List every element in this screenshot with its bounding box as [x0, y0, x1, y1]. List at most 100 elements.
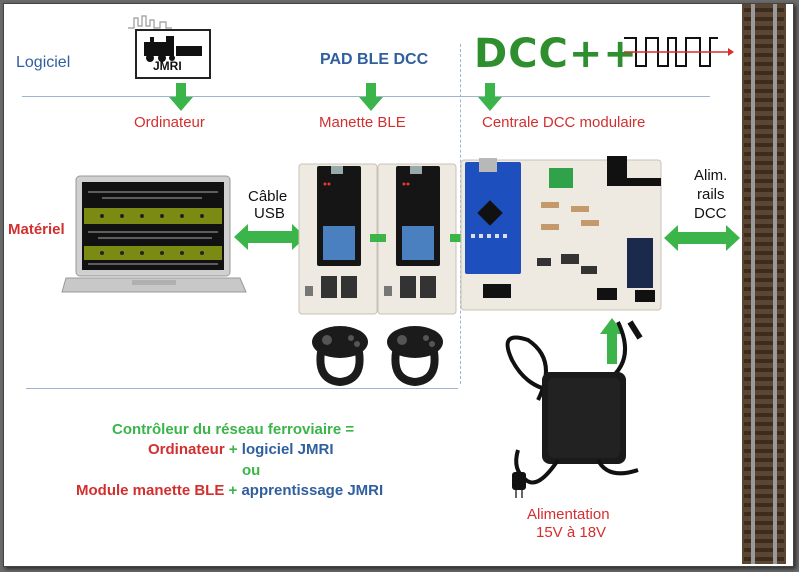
label-alimentation: Alimentation — [527, 506, 610, 523]
rail-tie — [744, 368, 784, 372]
rail-tie — [744, 224, 784, 228]
rail-tie — [744, 107, 784, 111]
rail-tie — [744, 539, 784, 543]
rail-tie — [744, 26, 784, 30]
summary-plus-1: + — [224, 441, 242, 458]
summary-module-manette: Module manette BLE — [76, 482, 225, 499]
summary-line-1: Contrôleur du réseau ferroviaire = — [112, 421, 355, 438]
label-centrale-dcc: Centrale DCC modulaire — [482, 114, 646, 131]
arrow-down-ordinateur — [169, 83, 193, 111]
jmri-logo-text: JMRI — [153, 59, 182, 73]
rail-tie — [744, 449, 784, 453]
summary-logiciel-jmri: logiciel JMRI — [241, 441, 334, 458]
label-logiciel: Logiciel — [16, 54, 71, 71]
rail-tie — [744, 134, 784, 138]
rail-tie — [744, 521, 784, 525]
dccpp-logo: DCC++ — [474, 31, 638, 77]
label-voltage: 15V à 18V — [536, 524, 607, 541]
summary-ordinateur: Ordinateur — [148, 441, 225, 458]
summary-line-2: Ordinateur + logiciel JMRI — [148, 441, 333, 458]
rail-tie — [744, 296, 784, 300]
rail-tie — [744, 143, 784, 147]
rail-track — [742, 4, 786, 564]
label-cable: Câble — [248, 188, 288, 205]
rail-tie — [744, 80, 784, 84]
rail-tie — [744, 35, 784, 39]
label-materiel: Matériel — [8, 221, 65, 238]
arrow-down-manette — [359, 83, 383, 111]
ble-module-board-1 — [298, 163, 378, 315]
rail-tie — [744, 332, 784, 336]
rail-tie — [744, 188, 784, 192]
diagram-canvas: Logiciel Matériel JMRI PAD BLE DCC DCC++… — [3, 3, 794, 567]
rail-tie — [744, 458, 784, 462]
rail-tie — [744, 395, 784, 399]
bottom-divider-line — [26, 388, 458, 389]
rail-tie — [744, 98, 784, 102]
rail-tie — [744, 494, 784, 498]
rail-tie — [744, 350, 784, 354]
rail-tie — [744, 413, 784, 417]
rail-tie — [744, 251, 784, 255]
label-manette-ble: Manette BLE — [319, 114, 406, 131]
power-supply-icon — [505, 320, 643, 498]
rail-tie — [744, 116, 784, 120]
dcc-central-board — [460, 156, 662, 311]
rail-tie — [744, 431, 784, 435]
rail-tie — [744, 152, 784, 156]
arrow-usb-bidirectional — [234, 224, 306, 250]
rail-tie — [744, 422, 784, 426]
label-usb: USB — [254, 205, 285, 222]
rail-tie — [744, 548, 784, 552]
rail-tie — [744, 278, 784, 282]
rail-tie — [744, 404, 784, 408]
arrow-rails-bidirectional — [664, 225, 740, 251]
rail-tie — [744, 557, 784, 561]
rail-tie — [744, 197, 784, 201]
rail-tie — [744, 8, 784, 12]
rail-tie — [744, 233, 784, 237]
rail-tie — [744, 89, 784, 93]
connector-arrow-1 — [370, 234, 386, 242]
rail-tie — [744, 125, 784, 129]
rail-tie — [744, 314, 784, 318]
rail-tie — [744, 269, 784, 273]
ble-ring-controller-1 — [312, 326, 368, 387]
rail-tie — [744, 323, 784, 327]
rail-tie — [744, 53, 784, 57]
label-alim: Alim. — [694, 167, 728, 184]
rail-tie — [744, 530, 784, 534]
summary-apprentissage-jmri: apprentissage JMRI — [241, 482, 384, 499]
rail-tie — [744, 260, 784, 264]
rail-tie — [744, 44, 784, 48]
summary-plus-2: + — [224, 482, 242, 499]
rail-tie — [744, 287, 784, 291]
rail-tie — [744, 377, 784, 381]
summary-ou: ou — [242, 462, 261, 479]
ble-ring-controller-2 — [387, 326, 443, 387]
arrow-up-power — [600, 318, 624, 364]
rail-tie — [744, 512, 784, 516]
rail-tie — [744, 503, 784, 507]
rail-tie — [744, 386, 784, 390]
summary-line-4: Module manette BLE + apprentissage JMRI — [76, 482, 383, 499]
laptop-icon — [61, 175, 247, 293]
label-dcc: DCC — [694, 205, 727, 222]
label-ordinateur: Ordinateur — [134, 114, 205, 131]
rail-tie — [744, 359, 784, 363]
rail-tie — [744, 179, 784, 183]
header-pad-ble-dcc: PAD BLE DCC — [320, 51, 429, 68]
rail-tie — [744, 467, 784, 471]
rail-tie — [744, 242, 784, 246]
rail-tie — [744, 161, 784, 165]
connector-arrow-2 — [450, 234, 466, 242]
rail-tie — [744, 62, 784, 66]
rail-tie — [744, 476, 784, 480]
arrow-down-centrale — [478, 83, 502, 111]
rail-tie — [744, 440, 784, 444]
rail-tie — [744, 170, 784, 174]
dcc-signal-icon — [624, 37, 734, 67]
rail-tie — [744, 341, 784, 345]
label-rails: rails — [697, 186, 725, 203]
ble-module-board-2 — [377, 163, 457, 315]
